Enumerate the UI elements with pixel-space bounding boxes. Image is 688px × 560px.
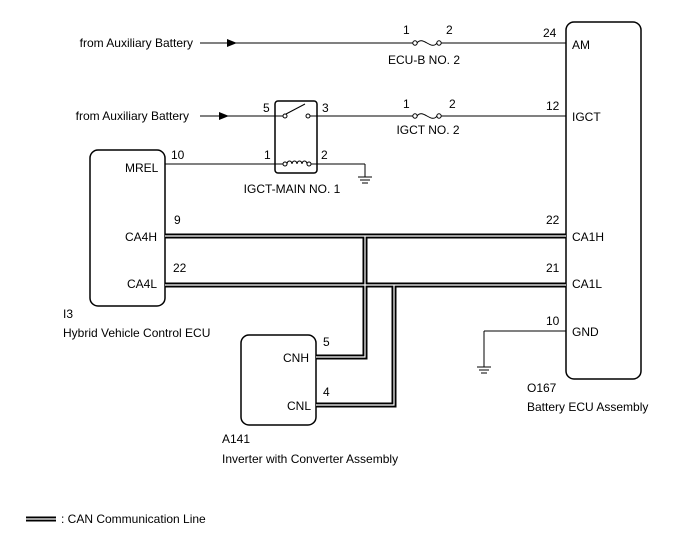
ecu-b-fuse-pin-2: 2	[446, 23, 453, 37]
inverter-pin-cnl-label: CNL	[287, 399, 311, 413]
igct-fuse-pin-1: 1	[403, 97, 410, 111]
relay-pin-5: 5	[263, 101, 270, 115]
inverter-pin-cnl-num: 4	[323, 385, 330, 399]
ecu-b-fuse-label: ECU-B NO. 2	[388, 53, 460, 67]
battery-ecu-pin-am-num: 24	[543, 26, 557, 40]
hv-ecu-pin-ca4h-num: 9	[174, 213, 181, 227]
hv-ecu-pin-mrel-num: 10	[171, 148, 185, 162]
battery-ecu-pin-igct-label: IGCT	[572, 110, 601, 124]
battery-ecu-pin-ca1h-label: CA1H	[572, 230, 604, 244]
relay-pin-1: 1	[264, 148, 271, 162]
battery-ecu-box	[565, 21, 642, 380]
battery-ecu-name: Battery ECU Assembly	[527, 400, 648, 414]
battery-ecu-pin-gnd-num: 10	[546, 314, 560, 328]
hv-ecu-code: I3	[63, 307, 73, 321]
from-aux-battery-label-1: from Auxiliary Battery	[80, 36, 193, 50]
inverter-pin-cnh-num: 5	[323, 335, 330, 349]
mrel-relay-coil-circuit	[165, 160, 372, 184]
battery-ecu-pin-gnd-label: GND	[572, 325, 599, 339]
battery-ecu-pin-am-label: AM	[572, 38, 590, 52]
relay-box	[274, 100, 318, 174]
legend: : CAN Communication Line	[26, 512, 206, 526]
hv-ecu-pin-ca4l-label: CA4L	[127, 277, 157, 291]
hv-ecu-pin-ca4l-num: 22	[173, 261, 187, 275]
inverter-pin-cnh-label: CNH	[283, 351, 309, 365]
ecu-b-fuse-pin-1: 1	[403, 23, 410, 37]
battery-ecu-pin-ca1l-num: 21	[546, 261, 560, 275]
inverter-name: Inverter with Converter Assembly	[222, 452, 398, 466]
igct-supply-circuit	[200, 103, 566, 120]
battery-ecu-code: O167	[527, 381, 557, 395]
hv-control-ecu-box	[89, 149, 166, 307]
relay-pin-2: 2	[321, 148, 328, 162]
legend-text: : CAN Communication Line	[61, 512, 206, 526]
inverter-code: A141	[222, 432, 250, 446]
relay-pin-3: 3	[322, 101, 329, 115]
battery-ecu-pin-igct-num: 12	[546, 99, 560, 113]
battery-ecu-pin-ca1h-num: 22	[546, 213, 560, 227]
hv-ecu-pin-mrel-label: MREL	[125, 161, 159, 175]
hv-ecu-name: Hybrid Vehicle Control ECU	[63, 326, 210, 340]
battery-ecu-ground-circuit	[477, 330, 566, 374]
inverter-box	[240, 334, 317, 426]
hv-ecu-pin-ca4h-label: CA4H	[125, 230, 157, 244]
can-bus-lines	[165, 233, 566, 408]
battery-ecu-pin-ca1l-label: CA1L	[572, 277, 602, 291]
igct-fuse-pin-2: 2	[449, 97, 456, 111]
am-supply-circuit	[200, 39, 566, 47]
relay-label: IGCT-MAIN NO. 1	[244, 182, 341, 196]
igct-fuse-label: IGCT NO. 2	[396, 123, 459, 137]
from-aux-battery-label-2: from Auxiliary Battery	[76, 109, 189, 123]
